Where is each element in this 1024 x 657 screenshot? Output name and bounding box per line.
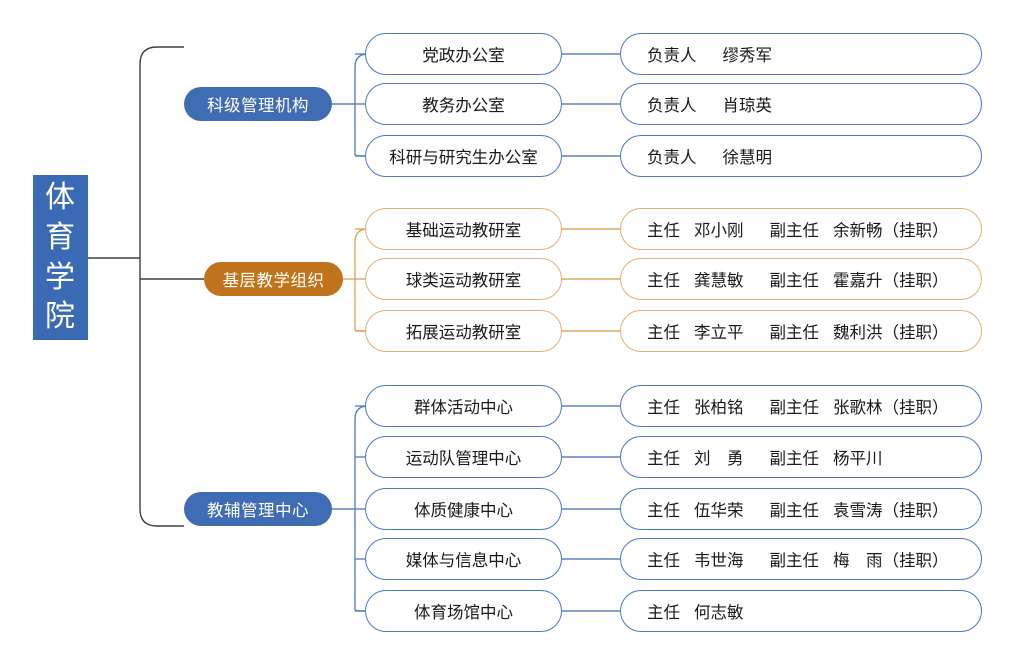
person-box[interactable]: 负责人 缪秀军: [620, 33, 982, 75]
person-name: 徐慧明: [722, 148, 773, 167]
person-name: 张柏铭: [694, 398, 744, 417]
dept-label: 党政办公室: [422, 46, 505, 65]
dept-label: 科研与研究生办公室: [389, 148, 538, 167]
person-inner: 主任 邓小刚 副主任 余新畅（挂职）: [647, 217, 949, 241]
dept-box[interactable]: 体质健康中心: [365, 488, 562, 530]
role-label: 主任: [647, 398, 680, 417]
trunk-connector: [88, 46, 204, 527]
person-inner: 负责人 徐慧明: [647, 144, 772, 168]
person-name: 缪秀军: [722, 46, 773, 65]
person-inner: 主任 韦世海 副主任 梅 雨（挂职）: [647, 547, 949, 571]
person-inner: 主任 龚慧敏 副主任 霍嘉升（挂职）: [647, 267, 949, 291]
role-label: 负责人: [647, 96, 697, 115]
role-label: 主任: [647, 449, 680, 468]
root-char-1: 体: [45, 181, 76, 215]
role-label: 负责人: [647, 46, 697, 65]
role-label: 主任: [647, 501, 680, 520]
dept-box[interactable]: 体育场馆中心: [365, 590, 562, 632]
dept-box[interactable]: 媒体与信息中心: [365, 538, 562, 580]
role-label-deputy: 副主任: [769, 221, 820, 240]
person-box[interactable]: 负责人 肖琼英: [620, 83, 982, 125]
role-label: 主任: [647, 271, 680, 290]
person-name: 刘 勇: [694, 449, 744, 468]
role-label-deputy: 副主任: [769, 551, 820, 570]
role-label-deputy: 副主任: [769, 271, 820, 290]
dept-box[interactable]: 群体活动中心: [365, 385, 562, 427]
root-char-4: 院: [45, 300, 76, 334]
person-name: 韦世海: [694, 551, 744, 570]
dept-label: 媒体与信息中心: [405, 551, 522, 570]
dept-label: 基础运动教研室: [405, 221, 522, 240]
person-name: 肖琼英: [722, 96, 773, 115]
role-label: 主任: [647, 221, 680, 240]
person-name-deputy: 魏利洪（挂职）: [833, 323, 949, 342]
person-inner: 负责人 缪秀军: [647, 42, 772, 66]
person-name: 邓小刚: [694, 221, 744, 240]
person-inner: 主任 李立平 副主任 魏利洪（挂职）: [647, 319, 949, 343]
dept-label: 体育场馆中心: [414, 603, 513, 622]
person-box[interactable]: 主任 韦世海 副主任 梅 雨（挂职）: [620, 538, 982, 580]
dept-box[interactable]: 基础运动教研室: [365, 208, 562, 250]
dept-box[interactable]: 运动队管理中心: [365, 436, 562, 478]
role-label: 主任: [647, 551, 680, 570]
role-label: 负责人: [647, 148, 697, 167]
root-node-school[interactable]: 体 育 学 院: [33, 175, 88, 340]
dept-label: 群体活动中心: [414, 398, 513, 417]
person-box[interactable]: 主任 张柏铭 副主任 张歌林（挂职）: [620, 385, 982, 427]
person-box[interactable]: 主任 伍华荣 副主任 袁雪涛（挂职）: [620, 488, 982, 530]
dept-box[interactable]: 党政办公室: [365, 33, 562, 75]
person-inner: 主任 何志敏: [647, 599, 744, 623]
person-name-deputy: 袁雪涛（挂职）: [833, 501, 949, 520]
dept-label: 体质健康中心: [414, 501, 513, 520]
dept-box[interactable]: 拓展运动教研室: [365, 310, 562, 352]
category-pill-support[interactable]: 教辅管理中心: [184, 492, 332, 526]
category-label: 教辅管理中心: [207, 501, 309, 520]
person-name: 龚慧敏: [694, 271, 744, 290]
root-char-3: 学: [45, 260, 76, 294]
person-inner: 主任 张柏铭 副主任 张歌林（挂职）: [647, 394, 949, 418]
person-box[interactable]: 主任 刘 勇 副主任 杨平川: [620, 436, 982, 478]
person-name-deputy: 张歌林（挂职）: [833, 398, 949, 417]
role-label: 主任: [647, 323, 680, 342]
person-box[interactable]: 负责人 徐慧明: [620, 135, 982, 177]
person-name: 伍华荣: [694, 501, 744, 520]
root-char-2: 育: [45, 220, 76, 254]
dept-box[interactable]: 教务办公室: [365, 83, 562, 125]
person-name-deputy: 杨平川: [833, 449, 883, 468]
person-box[interactable]: 主任 龚慧敏 副主任 霍嘉升（挂职）: [620, 258, 982, 300]
person-box[interactable]: 主任 李立平 副主任 魏利洪（挂职）: [620, 310, 982, 352]
person-name-deputy: 余新畅（挂职）: [833, 221, 949, 240]
dept-label: 教务办公室: [422, 96, 505, 115]
person-box[interactable]: 主任 何志敏: [620, 590, 982, 632]
dept-box[interactable]: 科研与研究生办公室: [365, 135, 562, 177]
category-label: 基层教学组织: [222, 271, 325, 290]
category-label: 科级管理机构: [207, 96, 309, 115]
person-name-deputy: 霍嘉升（挂职）: [833, 271, 949, 290]
person-box[interactable]: 主任 邓小刚 副主任 余新畅（挂职）: [620, 208, 982, 250]
dept-label: 球类运动教研室: [405, 271, 522, 290]
person-name: 何志敏: [694, 603, 744, 622]
dept-label: 运动队管理中心: [405, 449, 522, 468]
role-label-deputy: 副主任: [769, 323, 820, 342]
person-name-deputy: 梅 雨（挂职）: [833, 551, 949, 570]
dept-box[interactable]: 球类运动教研室: [365, 258, 562, 300]
role-label-deputy: 副主任: [769, 501, 820, 520]
person-name: 李立平: [694, 323, 744, 342]
person-inner: 负责人 肖琼英: [647, 92, 772, 116]
role-label-deputy: 副主任: [769, 449, 820, 468]
category-pill-teaching[interactable]: 基层教学组织: [204, 262, 343, 296]
dept-label: 拓展运动教研室: [405, 323, 522, 342]
person-inner: 主任 伍华荣 副主任 袁雪涛（挂职）: [647, 497, 949, 521]
category-pill-administrative[interactable]: 科级管理机构: [184, 87, 332, 121]
role-label: 主任: [647, 603, 680, 622]
person-inner: 主任 刘 勇 副主任 杨平川: [647, 445, 883, 469]
role-label-deputy: 副主任: [769, 398, 820, 417]
